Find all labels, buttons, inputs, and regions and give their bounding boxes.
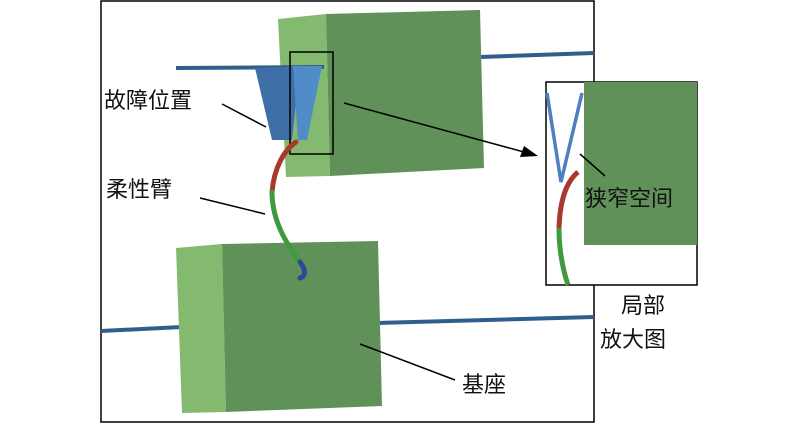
label-fault-position: 故障位置 [104,89,192,114]
fault-bracket [255,66,322,140]
upper-block-face [326,10,484,176]
leader-base [359,343,456,381]
enlarged-arm-green [556,227,571,286]
fault-bracket-dark [255,66,300,140]
leader-narrow [579,153,606,177]
label-enlarged-view-1: 局部 [621,294,665,319]
label-base: 基座 [462,373,506,398]
label-narrow-space: 狭窄空间 [585,187,673,212]
flexible-arm-tip [297,259,307,281]
enlarged-arm-red [556,170,580,229]
enlarged-view-bracket [545,92,584,183]
base-block-side [176,244,226,413]
lower-rail-right [377,315,595,325]
leader-arm [199,197,266,215]
leader-fault [221,103,267,128]
zoom-source-box [289,51,334,155]
upper-rail [479,51,595,59]
flexible-arm-red [269,139,299,195]
base-block [176,241,382,413]
zoom-arrow-head [520,146,538,157]
enlarged-view-block [584,82,697,245]
label-enlarged-view-2: 放大图 [600,328,666,353]
fault-bracket-light [293,66,322,140]
flexible-arm-green [269,189,303,265]
label-flexible-arm: 柔性臂 [106,178,172,203]
enlarged-view [545,81,698,286]
flexible-arm [269,139,307,281]
base-block-face [222,241,382,412]
zoom-arrow-line [343,102,525,153]
